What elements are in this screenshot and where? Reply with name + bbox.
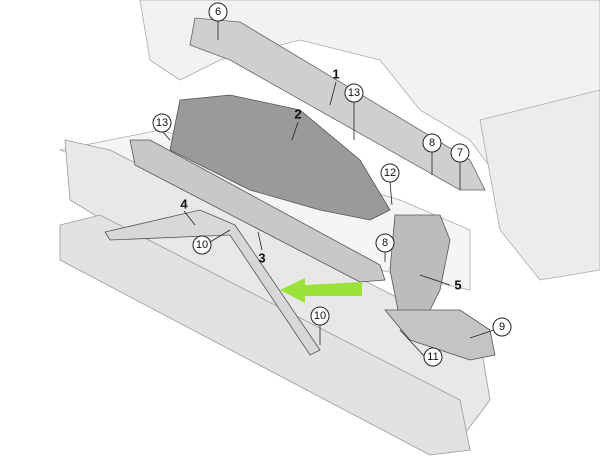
direction-arrow bbox=[280, 278, 362, 303]
svg-text:13: 13 bbox=[348, 87, 360, 99]
part-9-support bbox=[384, 309, 496, 361]
svg-text:1: 1 bbox=[332, 67, 339, 82]
callout-6: 6 bbox=[208, 2, 228, 22]
callout-4: 4 bbox=[180, 197, 188, 212]
svg-text:2: 2 bbox=[294, 107, 301, 122]
callout-10: 10 bbox=[192, 235, 212, 255]
svg-text:9: 9 bbox=[499, 321, 505, 333]
svg-text:3: 3 bbox=[258, 251, 265, 266]
svg-text:6: 6 bbox=[215, 6, 221, 18]
callout-9: 9 bbox=[492, 317, 512, 337]
callout-10: 10 bbox=[310, 306, 330, 326]
callout-3: 3 bbox=[258, 251, 265, 266]
svg-text:10: 10 bbox=[196, 239, 208, 251]
svg-text:7: 7 bbox=[457, 147, 463, 159]
callout-8: 8 bbox=[422, 133, 442, 153]
callout-2: 2 bbox=[294, 107, 301, 122]
svg-text:8: 8 bbox=[429, 137, 435, 149]
callout-13: 13 bbox=[152, 113, 172, 133]
callout-7: 7 bbox=[450, 143, 470, 163]
callout-8: 8 bbox=[375, 233, 395, 253]
callout-13: 13 bbox=[344, 83, 364, 103]
callout-12: 12 bbox=[380, 163, 400, 183]
part-1-upper-crossmember bbox=[189, 17, 486, 191]
part-2-engine-cover bbox=[169, 94, 391, 221]
svg-text:11: 11 bbox=[427, 351, 438, 363]
svg-text:13: 13 bbox=[156, 117, 168, 129]
callout-5: 5 bbox=[454, 278, 461, 293]
leader-lines bbox=[161, 20, 495, 358]
callout-1: 1 bbox=[332, 67, 339, 82]
svg-text:12: 12 bbox=[384, 167, 396, 179]
svg-text:10: 10 bbox=[314, 310, 326, 322]
svg-text:8: 8 bbox=[382, 237, 388, 249]
svg-text:4: 4 bbox=[180, 197, 188, 212]
part-4-strut bbox=[104, 209, 321, 356]
part-3-lower-rail bbox=[129, 139, 386, 283]
callout-11: 11 bbox=[423, 347, 443, 367]
svg-text:5: 5 bbox=[454, 278, 461, 293]
